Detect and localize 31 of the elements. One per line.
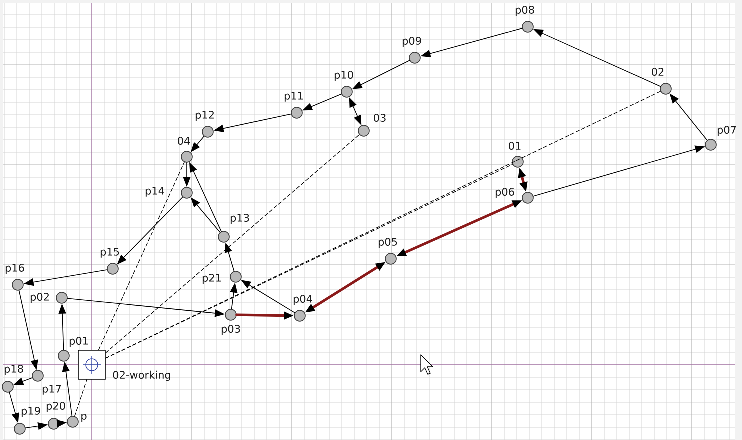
dashed-line <box>106 91 662 359</box>
point-label: p20 <box>46 402 66 412</box>
dashed-line <box>98 162 185 350</box>
box-label: 02-working <box>113 370 170 382</box>
point-label: p10 <box>334 71 354 81</box>
point-label: p02 <box>30 293 49 303</box>
point-label: p21 <box>202 274 222 284</box>
point-label: p17 <box>42 385 62 395</box>
point-label: 03 <box>374 114 386 122</box>
point-label: p13 <box>230 214 250 224</box>
point-label: p01 <box>70 337 88 347</box>
point-label: p <box>82 414 87 422</box>
point-label: p03 <box>222 325 240 335</box>
dashed-line <box>106 134 360 354</box>
point-label: p14 <box>146 187 164 197</box>
point-label: 01 <box>509 142 521 150</box>
point-label: p18 <box>4 365 24 375</box>
point-label: p11 <box>284 92 304 102</box>
point-label: p16 <box>6 264 24 274</box>
point-label: p15 <box>100 248 120 258</box>
point-label: p07 <box>718 126 736 136</box>
point-label: p06 <box>496 188 514 198</box>
point-label: p12 <box>196 111 214 121</box>
point-label: p19 <box>22 407 40 417</box>
point-label: p09 <box>402 37 422 47</box>
point-label: p04 <box>294 295 312 305</box>
point-label: 02 <box>652 68 664 76</box>
dashed-line <box>74 380 88 417</box>
point-label: 04 <box>178 137 190 145</box>
point-label: p08 <box>516 6 534 16</box>
point-label: p05 <box>378 238 398 248</box>
